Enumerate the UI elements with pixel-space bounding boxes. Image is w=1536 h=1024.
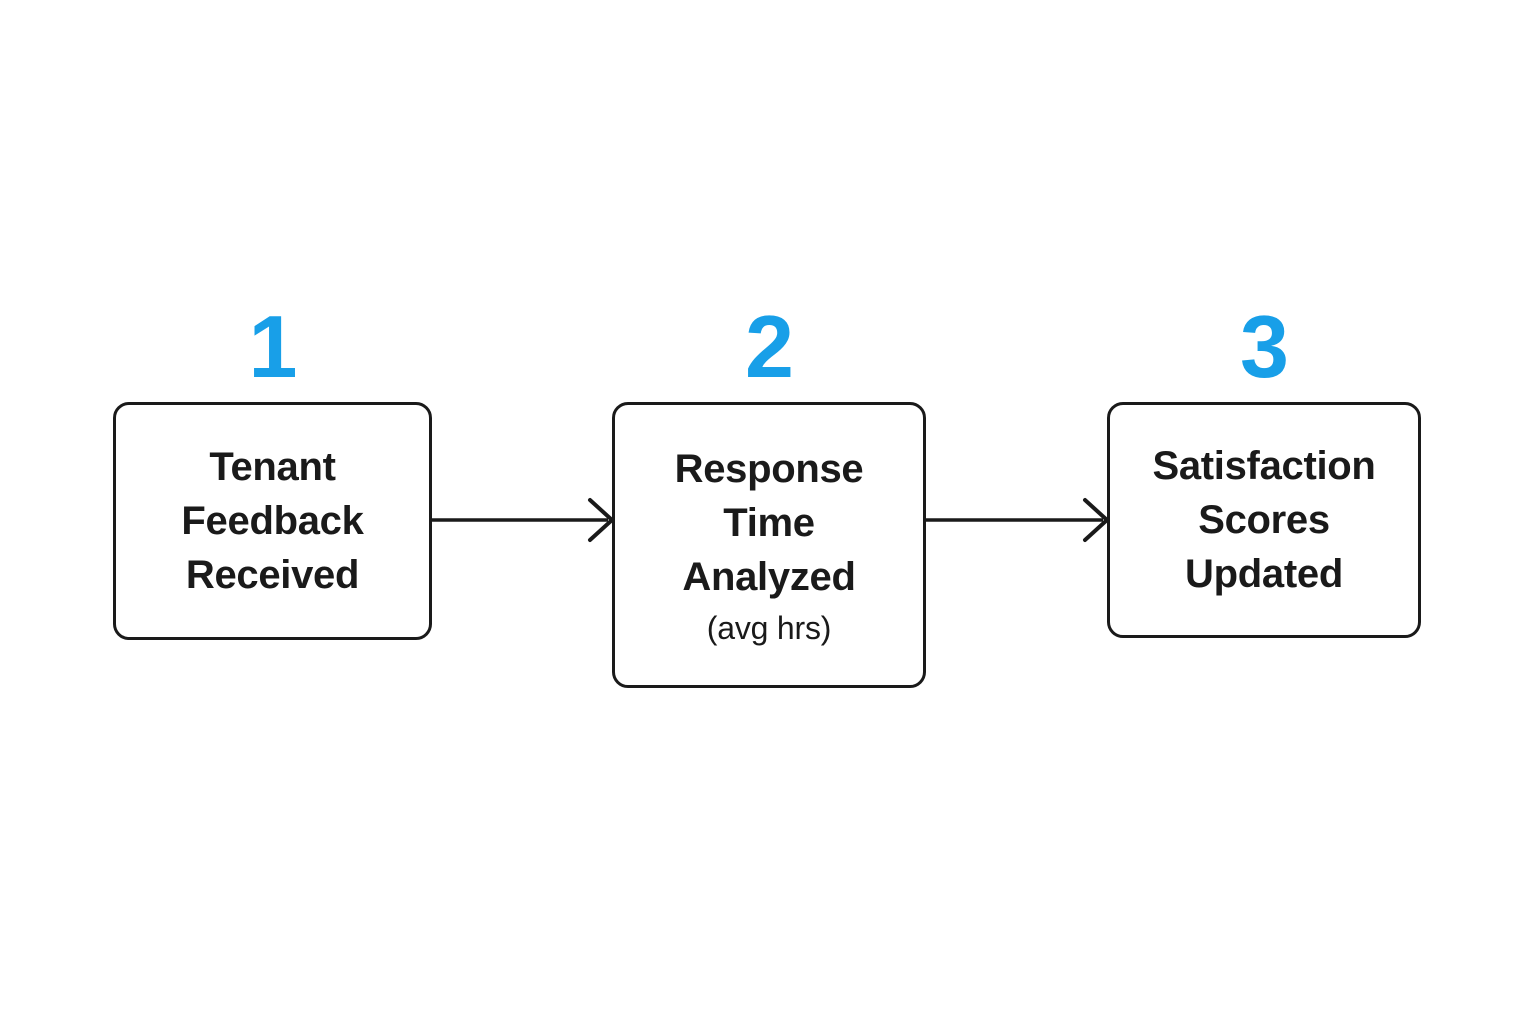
step-number-2: 2: [745, 297, 794, 396]
step-box-1[interactable]: Tenant Feedback Received: [113, 402, 432, 640]
arrow-step1-to-step2: [432, 498, 615, 542]
step-title-2: Response Time Analyzed: [674, 447, 864, 599]
step-title-1: Tenant Feedback Received: [181, 445, 364, 597]
step-subtitle-2: (avg hrs): [706, 610, 832, 646]
step-box-2[interactable]: Response Time Analyzed (avg hrs): [612, 402, 926, 688]
step-number-1: 1: [248, 297, 298, 396]
step-number-3: 3: [1240, 297, 1289, 396]
arrow-step2-to-step3: [926, 498, 1110, 542]
step-box-3[interactable]: Satisfaction Scores Updated: [1107, 402, 1421, 638]
step-title-3: Satisfaction Scores Updated: [1152, 444, 1376, 596]
